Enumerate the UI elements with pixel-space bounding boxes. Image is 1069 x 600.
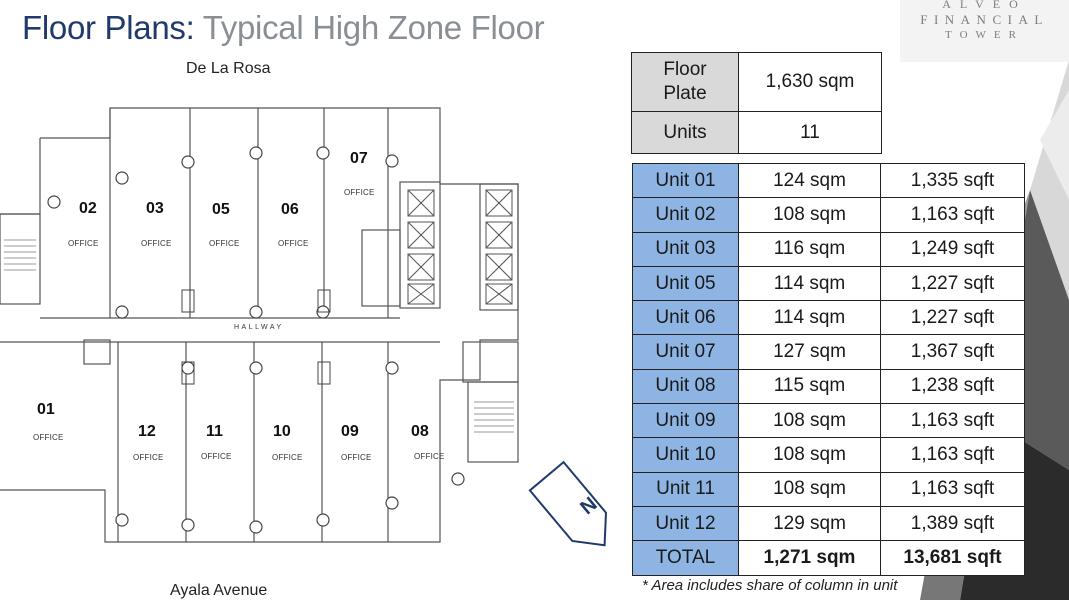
unit-sqft-cell: 1,163 sqft xyxy=(880,197,1025,233)
unit-label-01: 01 xyxy=(37,401,55,418)
unit-sqm-cell: 108 sqm xyxy=(738,197,881,233)
floor-plate-label: Floor Plate xyxy=(631,52,739,112)
office-tag-03: OFFICE xyxy=(141,239,172,248)
office-tag-11: OFFICE xyxy=(201,452,232,461)
unit-label-08: 08 xyxy=(411,423,429,440)
office-tag-06: OFFICE xyxy=(278,239,309,248)
unit-sqft-cell: 1,389 sqft xyxy=(880,505,1025,542)
office-tag-09: OFFICE xyxy=(341,453,372,462)
page-title-main: Floor Plans: xyxy=(22,9,195,46)
office-tag-05: OFFICE xyxy=(209,239,240,248)
unit-unit-cell: Unit 08 xyxy=(632,368,739,405)
area-footnote: * Area includes share of column in unit xyxy=(642,577,898,594)
office-tag-07: OFFICE xyxy=(344,188,375,197)
total-sqm-cell: 1,271 sqm xyxy=(738,540,881,576)
page-title: Floor Plans: Typical High Zone Floor xyxy=(22,6,545,50)
unit-label-11: 11 xyxy=(206,423,223,440)
floor-plate-row: Floor Plate 1,630 sqm xyxy=(631,52,882,112)
alveo-logo: ALVEO FINANCIAL TOWER xyxy=(900,0,1069,62)
unit-sqm-cell: 114 sqm xyxy=(738,265,881,302)
unit-sqft-cell: 1,163 sqft xyxy=(880,471,1025,507)
unit-unit-cell: Unit 09 xyxy=(632,403,739,439)
unit-sqm-cell: 115 sqm xyxy=(738,368,881,405)
street-bottom-label: Ayala Avenue xyxy=(170,582,268,599)
floor-summary-table: Floor Plate 1,630 sqm Units 11 xyxy=(631,52,882,154)
page-title-sub: Typical High Zone Floor xyxy=(202,9,545,46)
north-arrow-icon xyxy=(528,460,608,547)
unit-sqm-cell: 127 sqm xyxy=(738,334,881,370)
unit-unit-cell: Unit 12 xyxy=(632,505,739,542)
logo-line-1: ALVEO xyxy=(942,0,1027,11)
office-tag-08: OFFICE xyxy=(414,452,445,461)
office-tag-01: OFFICE xyxy=(33,433,64,442)
unit-sqm-cell: 108 sqm xyxy=(738,437,881,473)
units-count-row: Units 11 xyxy=(631,111,882,154)
unit-unit-cell: Unit 02 xyxy=(632,197,739,233)
unit-sqft-cell: 1,238 sqft xyxy=(880,368,1025,405)
unit-sqm-cell: 116 sqm xyxy=(738,231,881,267)
unit-label-05: 05 xyxy=(212,201,230,218)
unit-unit-cell: Unit 06 xyxy=(632,300,739,336)
unit-sqft-cell: 1,367 sqft xyxy=(880,334,1025,370)
unit-label-03: 03 xyxy=(146,200,164,217)
unit-unit-cell: Unit 10 xyxy=(632,437,739,473)
office-tag-12: OFFICE xyxy=(133,453,164,462)
unit-label-12: 12 xyxy=(138,423,156,440)
unit-unit-cell: Unit 11 xyxy=(632,471,739,507)
unit-unit-cell: Unit 03 xyxy=(632,231,739,267)
unit-label-07: 07 xyxy=(350,150,368,167)
floor-plate-value: 1,630 sqm xyxy=(738,52,882,112)
logo-line-2: FINANCIAL xyxy=(920,12,1049,27)
unit-unit-cell: Unit 01 xyxy=(632,162,739,199)
unit-sqm-cell: 108 sqm xyxy=(738,471,881,507)
unit-sqft-cell: 1,163 sqft xyxy=(880,403,1025,439)
unit-sqft-cell: 1,335 sqft xyxy=(880,162,1025,199)
unit-sqm-cell: 108 sqm xyxy=(738,403,881,439)
total-sqft-cell: 13,681 sqft xyxy=(880,540,1025,576)
unit-sqm-cell: 114 sqm xyxy=(738,300,881,336)
unit-sqft-cell: 1,249 sqft xyxy=(880,231,1025,267)
office-tag-10: OFFICE xyxy=(272,453,303,462)
floor-plan: 02 OFFICE 03 OFFICE 05 OFFICE 06 OFFICE … xyxy=(0,90,620,570)
logo-line-3: TOWER xyxy=(945,29,1024,41)
unit-label-09: 09 xyxy=(341,423,359,440)
unit-unit-cell: Unit 05 xyxy=(632,265,739,302)
total-unit-cell: TOTAL xyxy=(632,540,739,576)
floor-plan-drawing xyxy=(0,107,608,547)
unit-sqft-cell: 1,227 sqft xyxy=(880,300,1025,336)
unit-unit-cell: Unit 07 xyxy=(632,334,739,370)
units-count-value: 11 xyxy=(738,111,882,154)
unit-sqm-cell: 124 sqm xyxy=(738,162,881,199)
unit-label-02: 02 xyxy=(79,200,97,217)
unit-sqft-cell: 1,227 sqft xyxy=(880,265,1025,302)
unit-label-10: 10 xyxy=(273,423,291,440)
office-tag-02: OFFICE xyxy=(68,239,99,248)
hallway-label: HALLWAY xyxy=(234,324,284,331)
unit-sqm-cell: 129 sqm xyxy=(738,505,881,542)
units-count-label: Units xyxy=(631,111,739,154)
unit-sqft-cell: 1,163 sqft xyxy=(880,437,1025,473)
street-top-label: De La Rosa xyxy=(186,60,271,77)
unit-label-06: 06 xyxy=(281,201,299,218)
